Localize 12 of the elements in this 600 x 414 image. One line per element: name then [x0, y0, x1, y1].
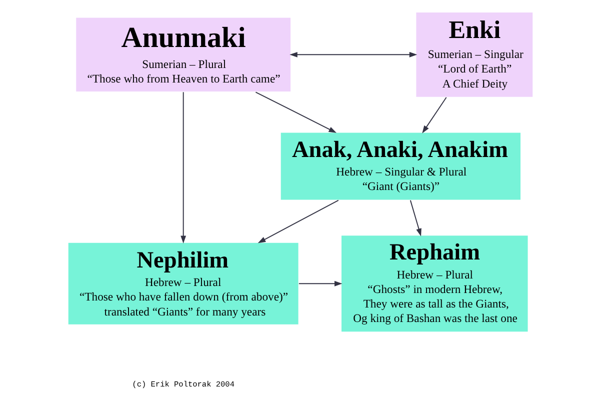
arrow: [289, 52, 417, 58]
arrow: [254, 92, 336, 133]
arrow: [180, 92, 186, 244]
arrow: [257, 200, 338, 244]
arrow: [422, 96, 446, 134]
arrow: [409, 200, 421, 236]
node-box: Rephaim Hebrew – Plural “Ghosts” in modern Hebrew, They were as tall as the Giants, Og king of Bashan was the last one: [340, 234, 528, 333]
node-box: Enki Sumerian – Singular “Lord of Earth” A Chief Deity: [414, 12, 534, 98]
arrow: [298, 280, 342, 286]
node-box: Nephilim Hebrew – Plural “Those who have fallen down (from above)” translated “Giants” for many years: [66, 242, 299, 326]
node-box: Anunnaki Sumerian – Plural “Those who from Heaven to Earth came”: [74, 16, 292, 92]
node-box: Anak, Anaki, Anakim Hebrew – Singular & Plural “Giant (Giants)”: [279, 132, 521, 201]
